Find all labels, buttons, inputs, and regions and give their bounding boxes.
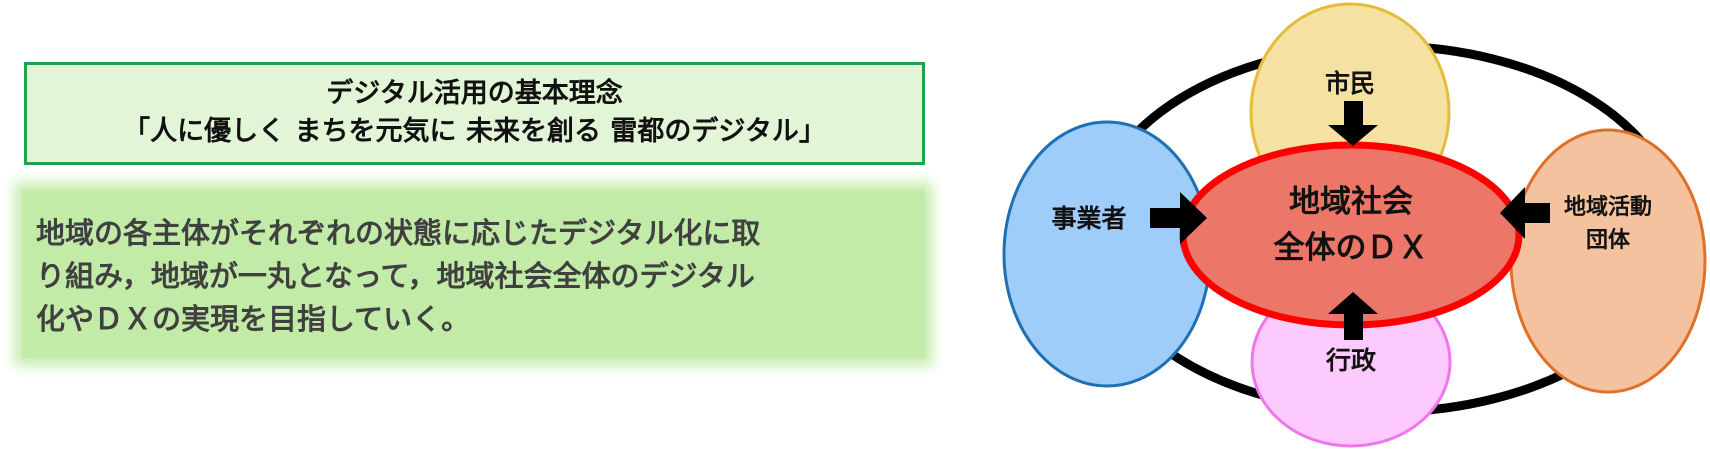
- arrow-left-icon: [1500, 187, 1550, 239]
- arrow-right-icon: [1150, 192, 1207, 244]
- label-business: 事業者: [1051, 204, 1126, 233]
- description-box: 地域の各主体がそれぞれの状態に応じたデジタル化に取 り組み，地域が一丸となって，…: [22, 190, 925, 358]
- principle-box: デジタル活用の基本理念 「人に優しく まちを元気に 未来を創る 雷都のデジタル」: [24, 62, 925, 165]
- arrow-down-icon: [1328, 101, 1378, 146]
- label-community-groups-2: 団体: [1586, 228, 1631, 253]
- principle-slogan: 「人に優しく まちを元気に 未来を創る 雷都のデジタル」: [123, 116, 826, 147]
- center-label-2: 全体のＤＸ: [1273, 230, 1429, 266]
- principle-heading: デジタル活用の基本理念: [326, 78, 623, 109]
- description-line: 化やＤＸの実現を目指していく。: [36, 302, 471, 336]
- arrow-up-icon: [1328, 292, 1378, 340]
- label-citizens: 市民: [1325, 69, 1375, 98]
- description-line: り組み，地域が一丸となって，地域社会全体のデジタル: [36, 259, 755, 293]
- label-community-groups-1: 地域活動: [1564, 194, 1652, 220]
- description-line: 地域の各主体がそれぞれの状態に応じたデジタル化に取: [36, 216, 761, 250]
- node-community-groups: [1509, 128, 1707, 394]
- label-government: 行政: [1325, 346, 1377, 375]
- node-business: [1002, 120, 1212, 388]
- center-label-1: 地域社会: [1289, 184, 1413, 220]
